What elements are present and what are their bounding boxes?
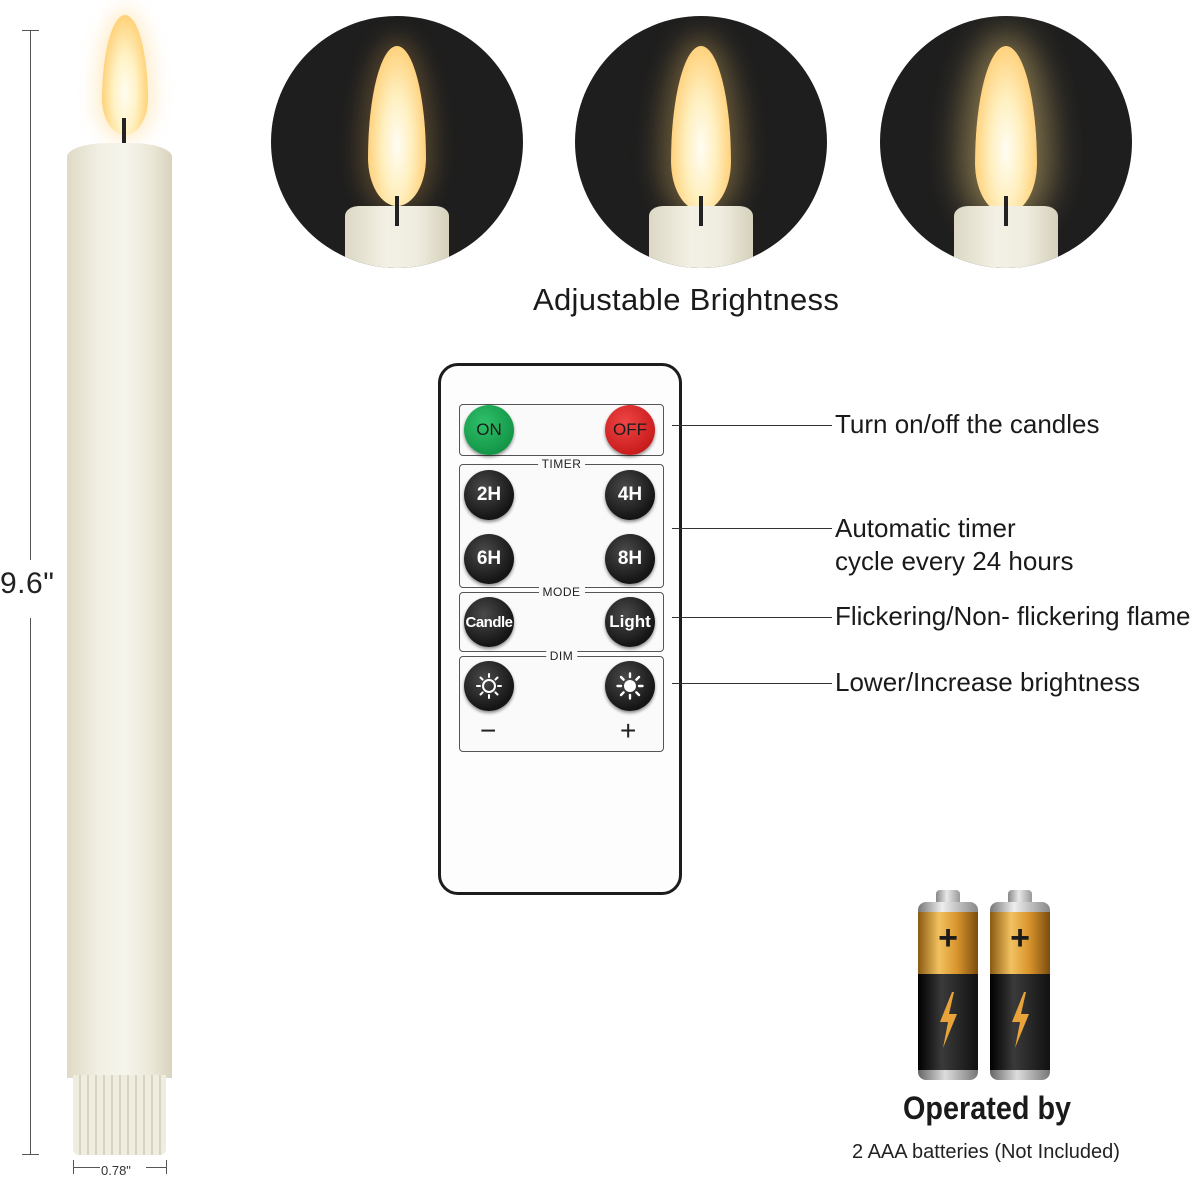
- brightness-level-low: [271, 16, 523, 268]
- candle-mode-button[interactable]: Candle: [464, 597, 514, 647]
- off-button[interactable]: OFF: [605, 405, 655, 455]
- brightness-title: Adjustable Brightness: [533, 282, 840, 317]
- battery-title: Operated by: [903, 1090, 1072, 1126]
- timer-6h-button[interactable]: 6H: [464, 534, 514, 584]
- timer-label: TIMER: [537, 457, 586, 471]
- dim-down-button[interactable]: [464, 661, 514, 711]
- dim-label: DIM: [545, 649, 578, 663]
- wick: [1004, 196, 1008, 226]
- flame-icon: [368, 46, 426, 206]
- wick: [699, 196, 703, 226]
- timer-panel: TIMER 2H 4H 6H 8H: [459, 457, 664, 588]
- on-button[interactable]: ON: [464, 405, 514, 455]
- aaa-battery-2: +: [990, 890, 1050, 1080]
- aaa-battery-1: +: [918, 890, 978, 1080]
- wick: [395, 196, 399, 226]
- width-label: 0.78": [101, 1163, 131, 1178]
- callout-timer-line2: cycle every 24 hours: [835, 546, 1074, 576]
- timer-4h-button[interactable]: 4H: [605, 470, 655, 520]
- dim-up-button[interactable]: [605, 661, 655, 711]
- callout-line-mode: [672, 617, 832, 618]
- brightness-level-high: [880, 16, 1132, 268]
- battery-subtitle: 2 AAA batteries (Not Included): [852, 1141, 1120, 1163]
- light-mode-button[interactable]: Light: [605, 597, 655, 647]
- battery-plus-sign: +: [1010, 919, 1030, 957]
- callout-line-timer: [672, 528, 832, 529]
- battery-top: [918, 902, 978, 914]
- battery-terminal: [936, 890, 960, 904]
- dim-panel: DIM −: [459, 649, 664, 752]
- width-label-background: [100, 1160, 146, 1176]
- callout-timer-line1: Automatic timer: [835, 513, 1016, 543]
- callout-power: Turn on/off the candles: [835, 409, 1100, 439]
- callout-line-power: [672, 425, 832, 426]
- battery-top: [990, 902, 1050, 914]
- candle-body: [67, 143, 172, 1078]
- candle-base: [73, 1075, 166, 1155]
- minus-sign: −: [480, 715, 497, 746]
- battery-gold-band: [990, 912, 1050, 974]
- battery-plus-sign: +: [938, 919, 958, 957]
- lightning-bolt-icon: [940, 992, 957, 1048]
- height-dimension-cap-top: [22, 30, 39, 31]
- height-label: 9.6": [0, 567, 55, 600]
- flame-icon: [671, 46, 731, 211]
- width-dimension-cap-left: [73, 1160, 74, 1174]
- sun-bright-icon: [616, 672, 644, 700]
- battery-bottom: [918, 1070, 978, 1080]
- mode-panel: MODE Candle Light: [459, 585, 664, 652]
- sun-dim-icon: [476, 673, 502, 699]
- height-label-background: [0, 560, 60, 618]
- candle-flame: [102, 15, 148, 135]
- timer-2h-button[interactable]: 2H: [464, 470, 514, 520]
- mode-label: MODE: [538, 585, 585, 599]
- timer-8h-button[interactable]: 8H: [605, 534, 655, 584]
- flame-icon: [975, 46, 1037, 214]
- battery-bottom: [990, 1070, 1050, 1080]
- callout-dim: Lower/Increase brightness: [835, 667, 1140, 697]
- height-dimension-cap-bottom: [22, 1154, 39, 1155]
- power-panel: ON OFF: [459, 404, 664, 456]
- brightness-level-medium: [575, 16, 827, 268]
- plus-sign: +: [620, 715, 637, 746]
- candle-wick: [122, 118, 126, 152]
- callout-line-dim: [672, 683, 832, 684]
- remote-control: ON OFF TIMER 2H 4H 6H 8H MODE Candle Lig…: [438, 363, 682, 895]
- width-dimension-cap-right: [166, 1160, 167, 1174]
- lightning-bolt-icon: [1012, 992, 1029, 1048]
- battery-terminal: [1008, 890, 1032, 904]
- battery-gold-band: [918, 912, 978, 974]
- callout-mode: Flickering/Non- flickering flame: [835, 601, 1191, 631]
